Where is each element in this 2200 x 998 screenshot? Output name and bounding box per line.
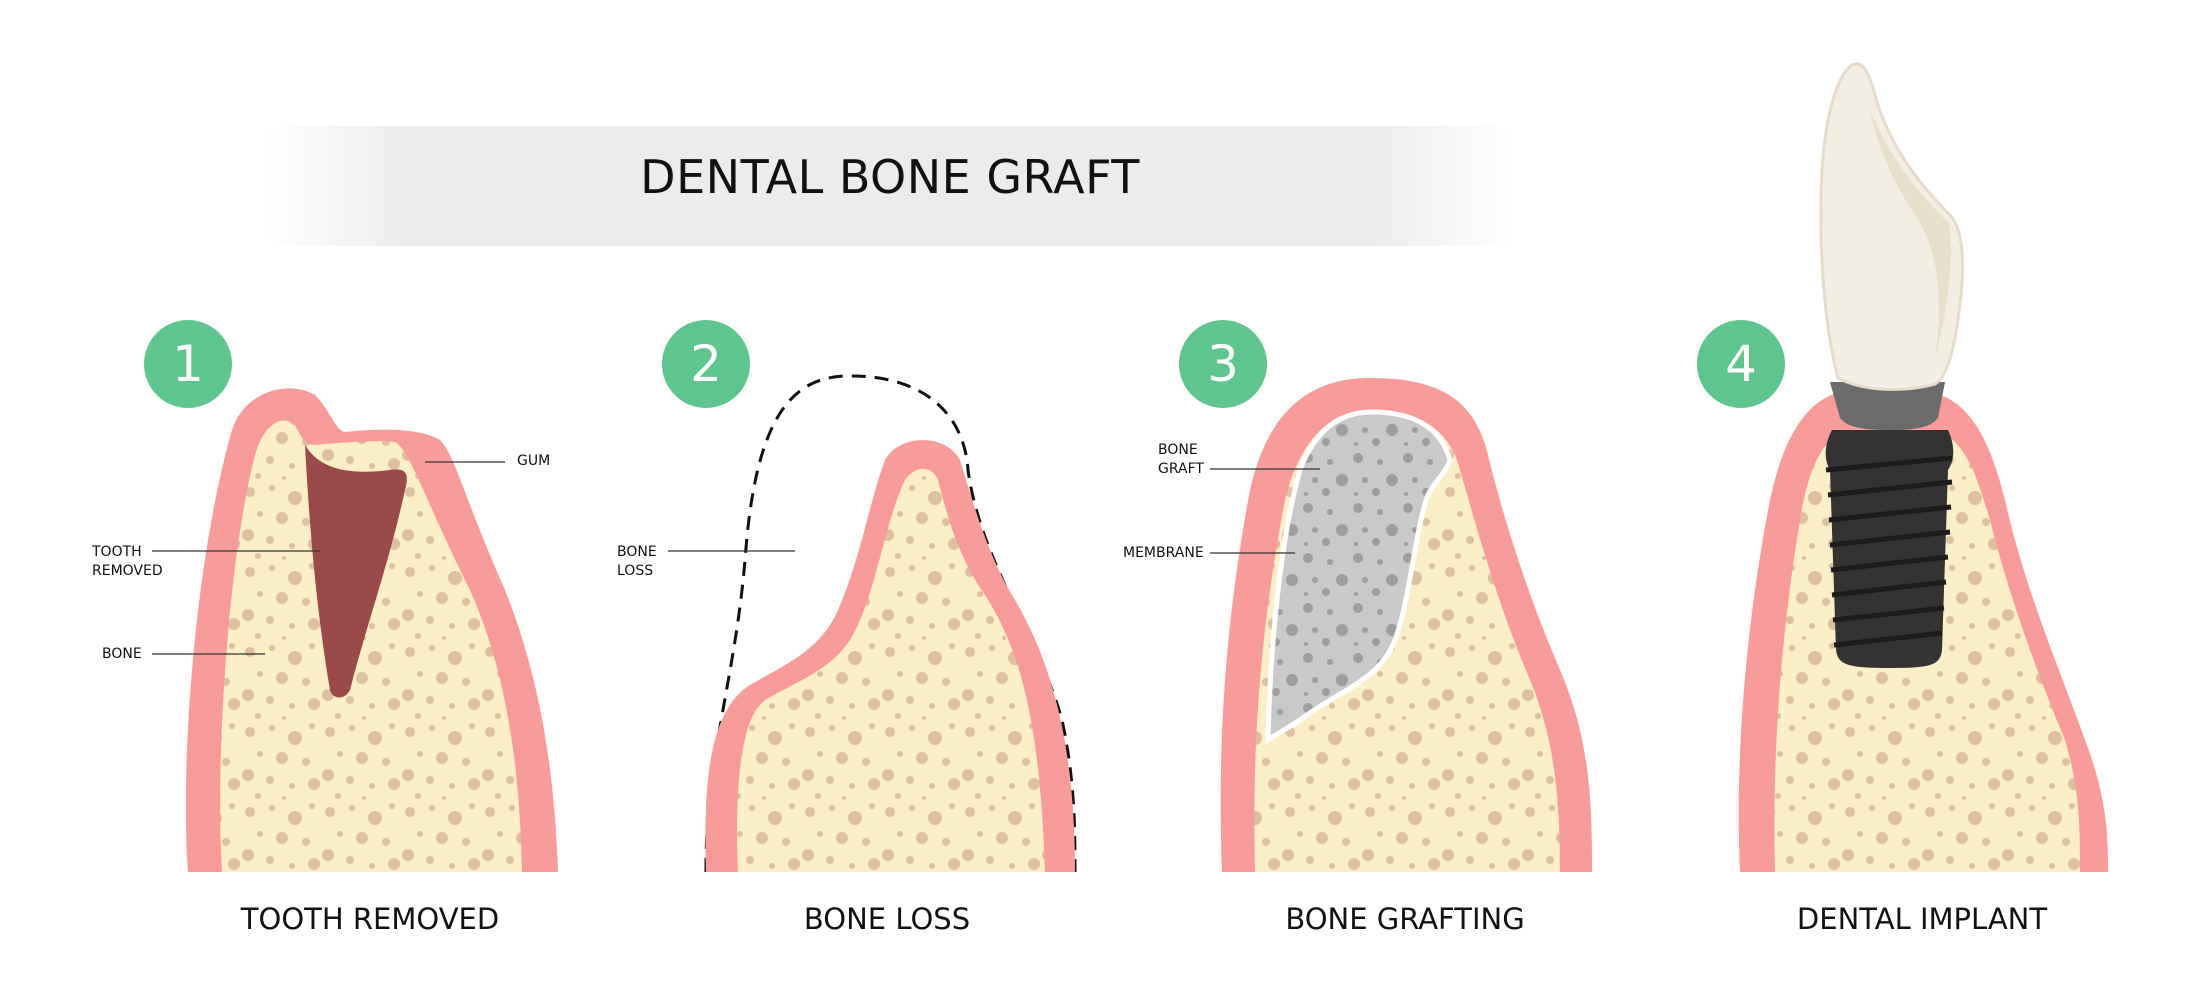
callout-bone-graft: BONE GRAFT: [1158, 441, 1204, 479]
stage-4-illustration: [1738, 62, 2108, 872]
callout-line: REMOVED: [92, 563, 163, 579]
callout-tooth-removed: TOOTH REMOVED: [92, 543, 163, 581]
stage-label-2: BONE LOSS: [803, 902, 971, 936]
bone-graft: [1265, 409, 1453, 745]
page-title: DENTAL BONE GRAFT: [640, 150, 1140, 204]
tooth-socket: [305, 445, 407, 698]
implant-abutment: [1830, 382, 1945, 430]
step-badge-4: 4: [1697, 320, 1785, 408]
callout-line: TOOTH: [92, 544, 142, 560]
stage-3-illustration: [1210, 378, 1592, 872]
callout-line: LOSS: [617, 563, 654, 579]
callout-line: BONE: [617, 544, 657, 560]
stage-label-3: BONE GRAFTING: [1285, 902, 1525, 936]
title-banner: [260, 126, 1520, 246]
callout-membrane: MEMBRANE: [1123, 545, 1204, 561]
dental-crown: [1819, 62, 1964, 391]
callout-bone-loss: BONE LOSS: [617, 543, 657, 581]
step-badge-2: 2: [662, 320, 750, 408]
stage-1-illustration: [152, 388, 558, 872]
stage-2-illustration: [668, 374, 1077, 873]
callout-gum: GUM: [517, 453, 551, 469]
step-badge-1: 1: [144, 320, 232, 408]
stage-label-1: TOOTH REMOVED: [240, 902, 500, 936]
stage-label-4: DENTAL IMPLANT: [1796, 902, 2048, 936]
callout-line: GRAFT: [1158, 461, 1204, 477]
original-bone-outline: [704, 374, 1077, 873]
step-badge-3: 3: [1179, 320, 1267, 408]
callout-line: BONE: [1158, 442, 1198, 458]
callout-bone: BONE: [102, 646, 142, 662]
